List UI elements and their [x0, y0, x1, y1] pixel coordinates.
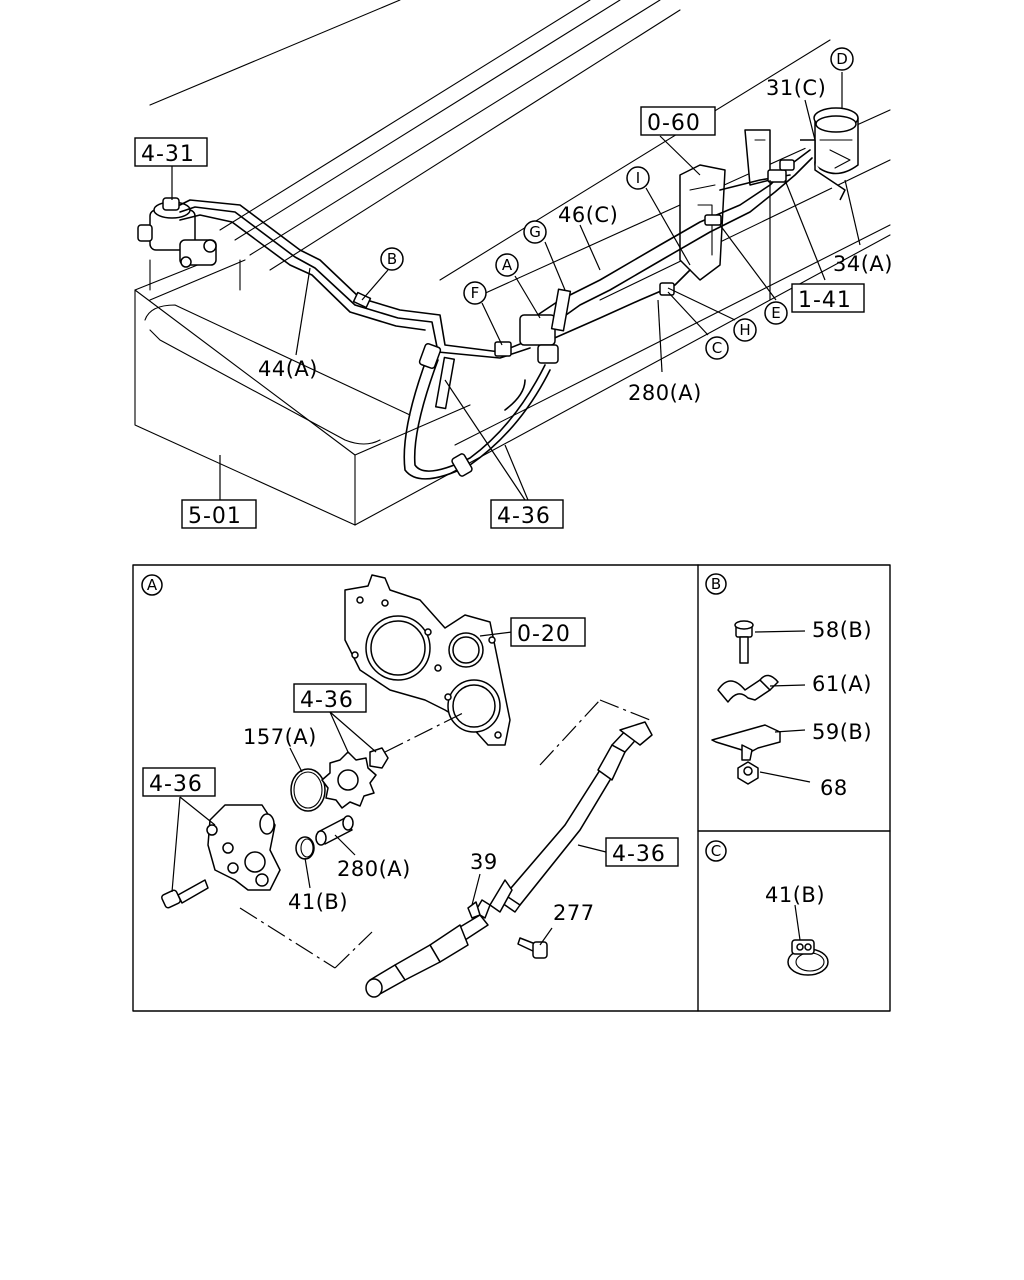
label-280a: 280(A): [337, 857, 411, 881]
label-277: 277: [553, 901, 595, 925]
ref-4-31: 4-31: [141, 142, 195, 167]
marker-b: B: [387, 250, 397, 268]
ref-0-20: 0-20: [517, 622, 571, 647]
label-61a: 61(A): [812, 672, 872, 696]
detail-panel-a: A: [141, 574, 679, 998]
gasket-plate: [344, 574, 511, 746]
bolt-277: [517, 937, 548, 959]
ref-5-01: 5-01: [188, 504, 242, 529]
detail-panel-b: B 58(B) 61(A) 59(B) 68: [705, 573, 872, 800]
pipe-connectors: [352, 159, 795, 477]
panel-c-tag: C: [711, 842, 721, 860]
label-41b-c: 41(B): [765, 883, 825, 907]
marker-a: A: [502, 256, 513, 274]
drive-gear: [321, 747, 389, 809]
label-34a: 34(A): [833, 252, 893, 276]
label-58b: 58(B): [812, 618, 872, 642]
ref-0-60: 0-60: [647, 111, 701, 136]
clip-bolt: [734, 620, 754, 664]
ref-4-36-top: 4-36: [497, 504, 551, 529]
clip-nut: [737, 761, 759, 785]
marker-g: G: [529, 223, 541, 241]
marker-i: I: [636, 169, 640, 187]
marker-f: F: [471, 284, 480, 302]
hose-clamp: [787, 939, 829, 976]
marker-h: H: [739, 321, 750, 339]
reservoir-tank: [800, 107, 859, 201]
label-280a-top: 280(A): [628, 381, 702, 405]
mounting-bolt: [161, 879, 209, 909]
pipe-clip: [717, 674, 779, 703]
label-31c: 31(C): [766, 76, 826, 100]
top-ref-boxes: 4-31 0-60 1-41 5-01 4-36: [134, 106, 865, 529]
label-39: 39: [470, 850, 498, 874]
top-circle-markers: D I G A B F H C E: [380, 47, 854, 360]
panel-a-phantom-lines: [239, 699, 651, 969]
label-44a: 44(A): [258, 357, 318, 381]
marker-c: C: [712, 339, 722, 357]
sleeve: [315, 815, 354, 846]
hose-clamp-ring: [295, 836, 315, 860]
panel-a-tag: A: [147, 576, 158, 594]
clip-bracket: [711, 724, 781, 761]
top-assembly-view: 4-31 0-60 1-41 5-01 4-36 31(C) 46(C) 34(…: [134, 0, 893, 529]
marker-d: D: [836, 50, 848, 68]
hose-assembly: [365, 721, 653, 998]
marker-e: E: [771, 304, 780, 322]
top-part-labels: 31(C) 46(C) 34(A) 44(A) 280(A): [258, 76, 893, 405]
label-46c: 46(C): [558, 203, 618, 227]
ref-4-36-pump: 4-36: [149, 772, 203, 797]
master-cylinder: [137, 197, 217, 268]
pump-body: [206, 804, 281, 891]
panel-b-tag: B: [711, 575, 721, 593]
ref-4-36-hose: 4-36: [612, 842, 666, 867]
ref-1-41: 1-41: [798, 288, 852, 313]
mounting-bracket: [679, 129, 771, 281]
panel-b-leader-lines: [754, 630, 811, 783]
ref-4-36-gear: 4-36: [300, 688, 354, 713]
label-68: 68: [820, 776, 848, 800]
panel-a-leader-lines: [171, 631, 607, 946]
frame-cross-member: [134, 257, 471, 526]
top-leader-lines: [171, 72, 861, 501]
label-59b: 59(B): [812, 720, 872, 744]
label-41b-a: 41(B): [288, 890, 348, 914]
detail-panels: [132, 564, 891, 1012]
o-ring: [290, 768, 326, 812]
label-157a: 157(A): [243, 725, 317, 749]
detail-panel-c: C 41(B): [705, 840, 829, 976]
